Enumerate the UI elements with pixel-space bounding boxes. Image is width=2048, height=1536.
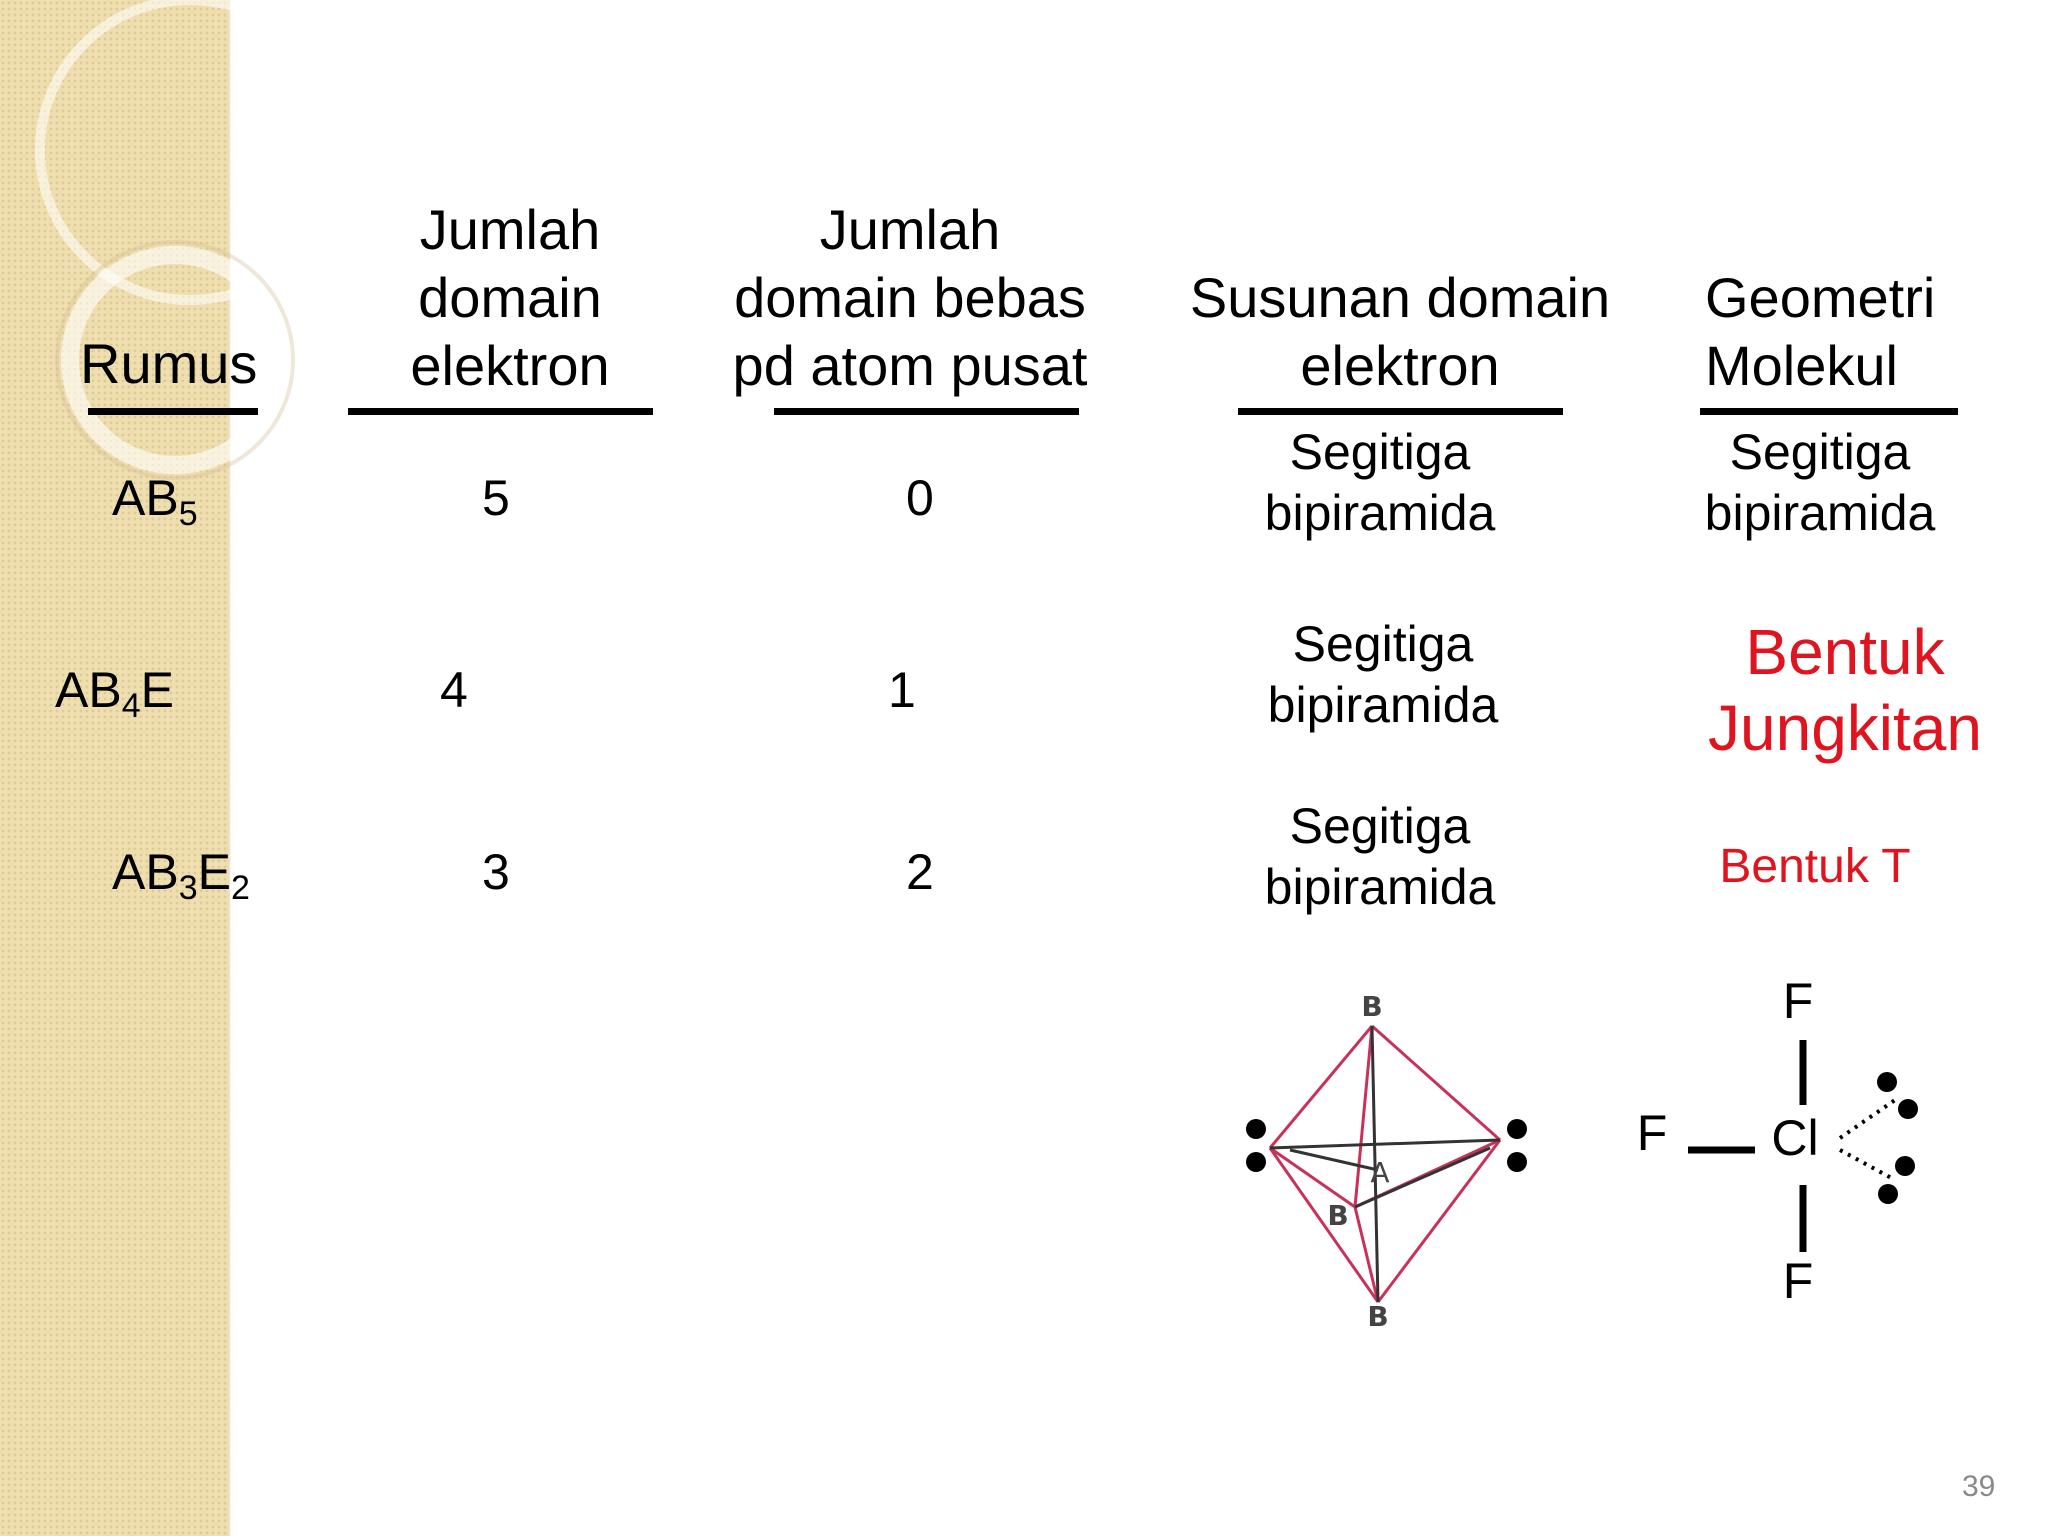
header-domain-bebas-line1: Jumlah — [819, 198, 1001, 261]
svg-text:Cl: Cl — [1771, 1110, 1818, 1166]
row1-free-domain: 0 — [906, 470, 934, 526]
row1-geometry: Segitiga bipiramida — [1704, 424, 1936, 541]
svg-text:F: F — [1783, 1253, 1814, 1309]
header-domain-bebas-underline — [774, 408, 1079, 415]
row1-arrangement: Segitiga bipiramida — [1264, 424, 1496, 541]
header-domain-bebas-line2: domain bebas — [734, 266, 1086, 329]
decorative-rings — [35, 0, 300, 480]
bipyramid-diagram: B B A B — [1246, 990, 1527, 1333]
header-jumlah-domain-line3: elektron — [410, 334, 610, 397]
row3-free-domain: 2 — [906, 844, 934, 900]
header-domain-bebas: Jumlah domain bebas pd atom pusat — [720, 196, 1100, 400]
svg-text:B: B — [1327, 1199, 1348, 1232]
row2-arrangement: Segitiga bipiramida — [1267, 616, 1499, 733]
header-jumlah-domain: Jumlah domain elektron — [380, 196, 640, 400]
header-jumlah-domain-line2: domain — [418, 266, 602, 329]
header-susunan-line2: elektron — [1300, 334, 1500, 397]
row2-domain-count: 4 — [440, 662, 468, 718]
row2-geometry: Bentuk Jungkitan — [1708, 616, 1982, 764]
svg-text:F: F — [1783, 973, 1814, 1029]
page-number: 39 — [1962, 1470, 1996, 1503]
header-susunan-line1: Susunan domain — [1189, 266, 1611, 329]
header-rumus-underline — [88, 408, 258, 415]
row1-formula: AB5 — [112, 470, 198, 533]
row2-formula: AB4E — [55, 662, 174, 725]
svg-text:B: B — [1361, 990, 1382, 1023]
clf3-diagram: F F Cl F — [1637, 973, 1918, 1309]
header-domain-bebas-line3: pd atom pusat — [732, 334, 1088, 397]
row3-geometry: Bentuk T — [1719, 840, 1911, 893]
row3-arrangement: Segitiga bipiramida — [1264, 798, 1496, 915]
svg-text:F: F — [1637, 1105, 1668, 1161]
header-geometri: Geometri Molekul — [1705, 264, 1935, 400]
row2-free-domain: 1 — [888, 662, 916, 718]
header-geometri-underline — [1700, 408, 1958, 415]
row1-domain-count: 5 — [482, 470, 510, 526]
header-jumlah-domain-underline — [348, 408, 653, 415]
svg-text:B: B — [1367, 1300, 1388, 1333]
header-susunan: Susunan domain elektron — [1180, 264, 1620, 400]
row3-formula: AB3E2 — [112, 844, 250, 907]
svg-text:A: A — [1370, 1156, 1389, 1189]
header-susunan-underline — [1238, 408, 1563, 415]
header-jumlah-domain-line1: Jumlah — [419, 198, 601, 261]
header-geometri-line2: Molekul — [1705, 334, 1898, 397]
header-geometri-line1: Geometri — [1705, 266, 1936, 329]
sidebar-edge — [229, 0, 231, 1536]
row3-domain-count: 3 — [482, 844, 510, 900]
header-rumus: Rumus — [80, 330, 257, 398]
header-rumus-text: Rumus — [80, 332, 258, 395]
